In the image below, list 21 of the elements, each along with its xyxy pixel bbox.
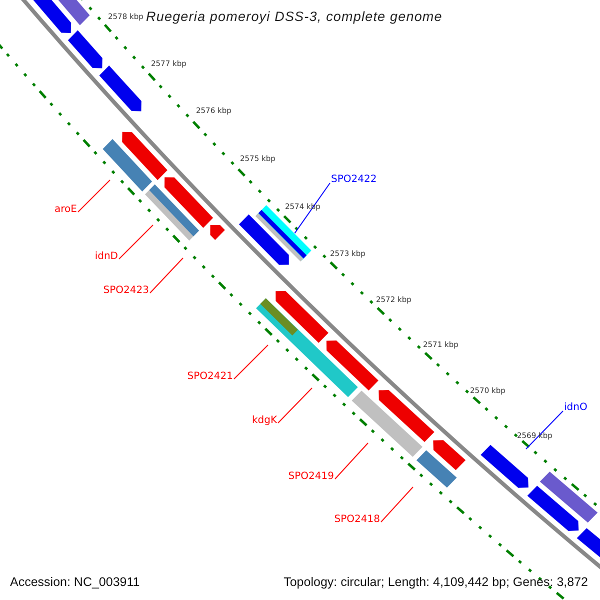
- leader-line: [526, 410, 564, 450]
- title: Ruegeria pomeroyi DSS-3, complete genome: [146, 10, 442, 24]
- leader-line: [234, 344, 268, 380]
- leader-line: [278, 388, 312, 424]
- gene-label: SPO2422: [331, 175, 377, 185]
- leader-line: [78, 180, 110, 212]
- footer-text: Accession: NC_003911: [10, 576, 140, 588]
- gene-label: aroE: [54, 205, 77, 215]
- leader-line: [380, 486, 414, 522]
- leader-line: [150, 258, 184, 294]
- leader-line: [294, 182, 330, 234]
- footer-text: Topology: circular; Length: 4,109,442 bp; Genes: 3,872: [284, 576, 588, 588]
- gene-label: SPO2418: [334, 515, 380, 525]
- gene-label: SPO2423: [103, 286, 149, 296]
- leader-line: [334, 442, 368, 480]
- gene-label: SPO2421: [187, 372, 233, 382]
- leader-line: [118, 224, 154, 260]
- gene-label: idnD: [94, 252, 118, 262]
- gene-label: idnO: [564, 403, 588, 413]
- gene-label: SPO2419: [288, 472, 334, 482]
- gene-label: kdgK: [252, 416, 277, 426]
